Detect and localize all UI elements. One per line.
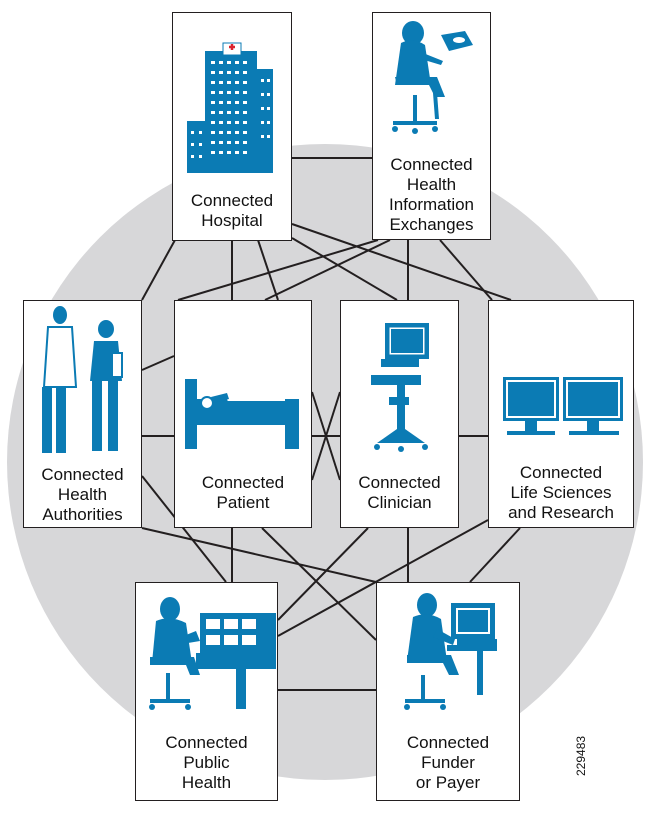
label-line: Connected [41, 465, 124, 484]
connection-line [257, 239, 279, 301]
computer-cart-icon [371, 323, 429, 452]
label-line: Connected [201, 473, 285, 492]
doctor-and-nurse-icon [42, 306, 123, 453]
connection-line [291, 237, 398, 301]
hospital-building-icon [187, 42, 273, 173]
label-line: and Research [508, 503, 614, 522]
patient-in-bed-icon [185, 379, 299, 449]
label-line: Connected [390, 155, 473, 174]
label-line: Connected [519, 463, 603, 482]
dual-monitor-icon [503, 377, 623, 435]
figure-id: 229483 [574, 735, 588, 776]
node-label: Connected Patient [175, 473, 311, 513]
label-line: Connected [165, 733, 248, 752]
connection-line [261, 527, 377, 641]
node-connected-funder-or-payer: Connected Funder or Payer [376, 582, 520, 801]
operator-at-console-icon [149, 597, 276, 710]
node-connected-patient: Connected Patient [174, 300, 312, 528]
connection-line [141, 475, 227, 583]
label-line: Patient [216, 493, 270, 512]
label-line: Hospital [201, 211, 263, 230]
label-line: Public [183, 753, 230, 772]
node-label: Connected Hospital [173, 191, 291, 231]
node-label: Connected Health Authorities [24, 465, 141, 525]
node-label: Connected Clinician [341, 473, 458, 513]
label-line: Connected [406, 733, 490, 752]
label-line: Health [406, 175, 457, 194]
label-line: Information [388, 195, 475, 214]
connection-line [311, 391, 341, 481]
node-connected-health-information-exchanges: Connected Health Information Exchanges [372, 12, 491, 240]
label-line: Authorities [42, 505, 123, 524]
connection-line [469, 527, 521, 583]
node-connected-public-health: Connected Public Health [135, 582, 278, 801]
connection-line [141, 527, 377, 583]
label-line: Health [181, 773, 232, 792]
node-connected-life-sciences-and-research: Connected Life Sciences and Research [488, 300, 634, 528]
connection-line [277, 519, 489, 637]
node-connected-hospital: Connected Hospital [172, 12, 292, 241]
node-label: Connected Life Sciences and Research [489, 463, 633, 523]
label-line: Exchanges [389, 215, 474, 234]
node-connected-clinician: Connected Clinician [340, 300, 459, 528]
connection-line [277, 527, 369, 621]
connection-line [141, 239, 176, 301]
connection-line [141, 355, 175, 371]
person-at-computer-icon [392, 21, 473, 134]
node-label: Connected Funder or Payer [377, 733, 519, 793]
label-line: Connected [190, 191, 274, 210]
node-connected-health-authorities: Connected Health Authorities [23, 300, 142, 528]
node-label: Connected Public Health [136, 733, 277, 793]
person-at-desk-computer-icon [404, 593, 497, 710]
connection-line [264, 239, 391, 301]
label-line: Life Sciences [510, 483, 612, 502]
label-line: Funder [421, 753, 475, 772]
node-label: Connected Health Information Exchanges [373, 155, 490, 235]
connection-line [177, 239, 379, 301]
label-line: Health [57, 485, 108, 504]
connection-line [291, 223, 512, 301]
connection-lines [141, 157, 521, 691]
label-line: or Payer [415, 773, 481, 792]
label-line: Clinician [367, 493, 432, 512]
label-line: Connected [358, 473, 441, 492]
connection-line [439, 239, 493, 301]
